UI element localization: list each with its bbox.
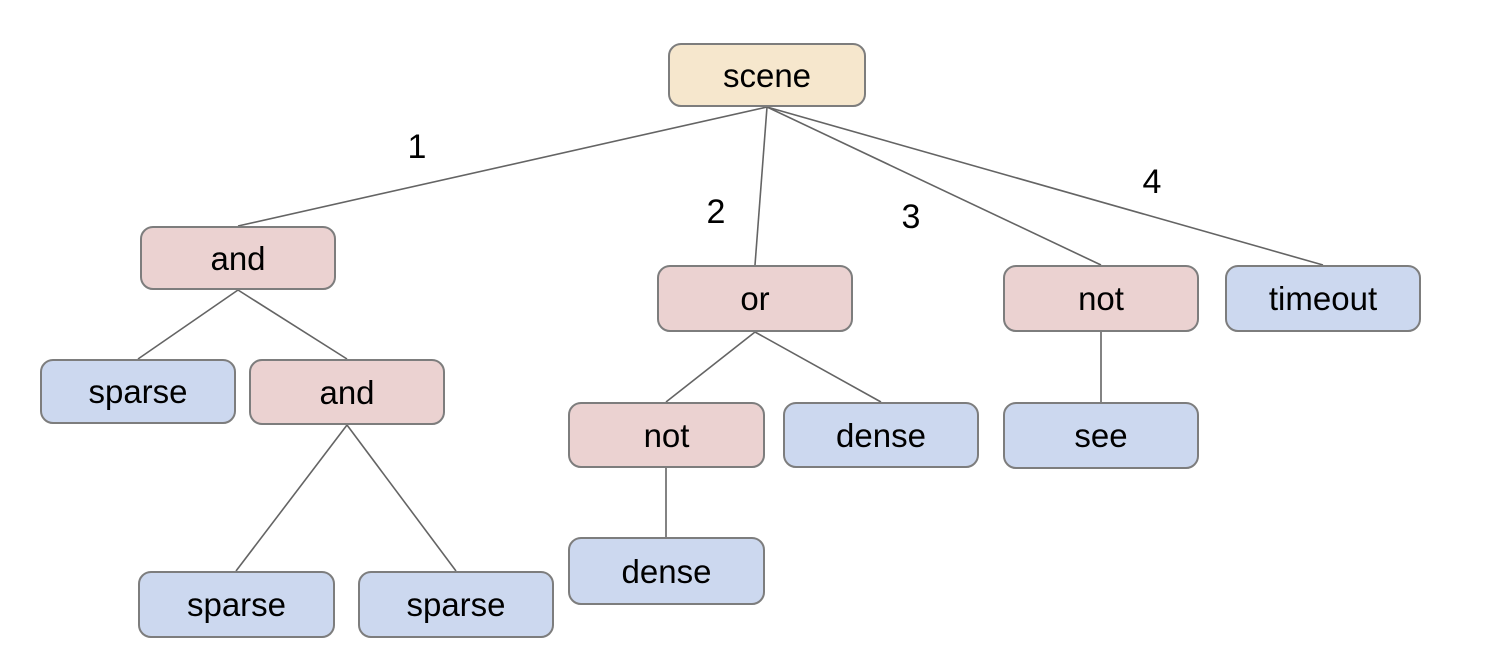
node-not: not <box>1003 265 1199 332</box>
edge-label-1: 1 <box>407 128 427 166</box>
node-timeout: timeout <box>1225 265 1421 332</box>
edge-label-2: 2 <box>706 193 726 231</box>
edge-and2-sparse-left <box>235 424 348 572</box>
node-sparse-bottom-left: sparse <box>138 571 335 638</box>
edge-or-dense <box>754 331 882 403</box>
node-and: and <box>140 226 336 290</box>
edge-scene-and <box>237 106 768 227</box>
node-dense-bottom: dense <box>568 537 765 605</box>
edge-scene-not <box>766 106 1102 266</box>
edge-label-3: 3 <box>901 198 921 236</box>
node-and-inner: and <box>249 359 445 425</box>
node-not-inner: not <box>568 402 765 468</box>
edge-scene-or <box>754 106 768 266</box>
edge-label-4: 4 <box>1142 163 1162 201</box>
node-sparse-bottom-right: sparse <box>358 571 554 638</box>
edge-scene-timeout <box>766 106 1324 266</box>
edge-and-sparse <box>137 289 239 360</box>
edge-and2-sparse-right <box>346 424 457 572</box>
edge-or-not <box>665 331 756 403</box>
edge-and-and <box>237 289 348 360</box>
node-sparse-left: sparse <box>40 359 236 424</box>
node-or: or <box>657 265 853 332</box>
node-scene: scene <box>668 43 866 107</box>
node-see: see <box>1003 402 1199 469</box>
node-dense-right: dense <box>783 402 979 468</box>
